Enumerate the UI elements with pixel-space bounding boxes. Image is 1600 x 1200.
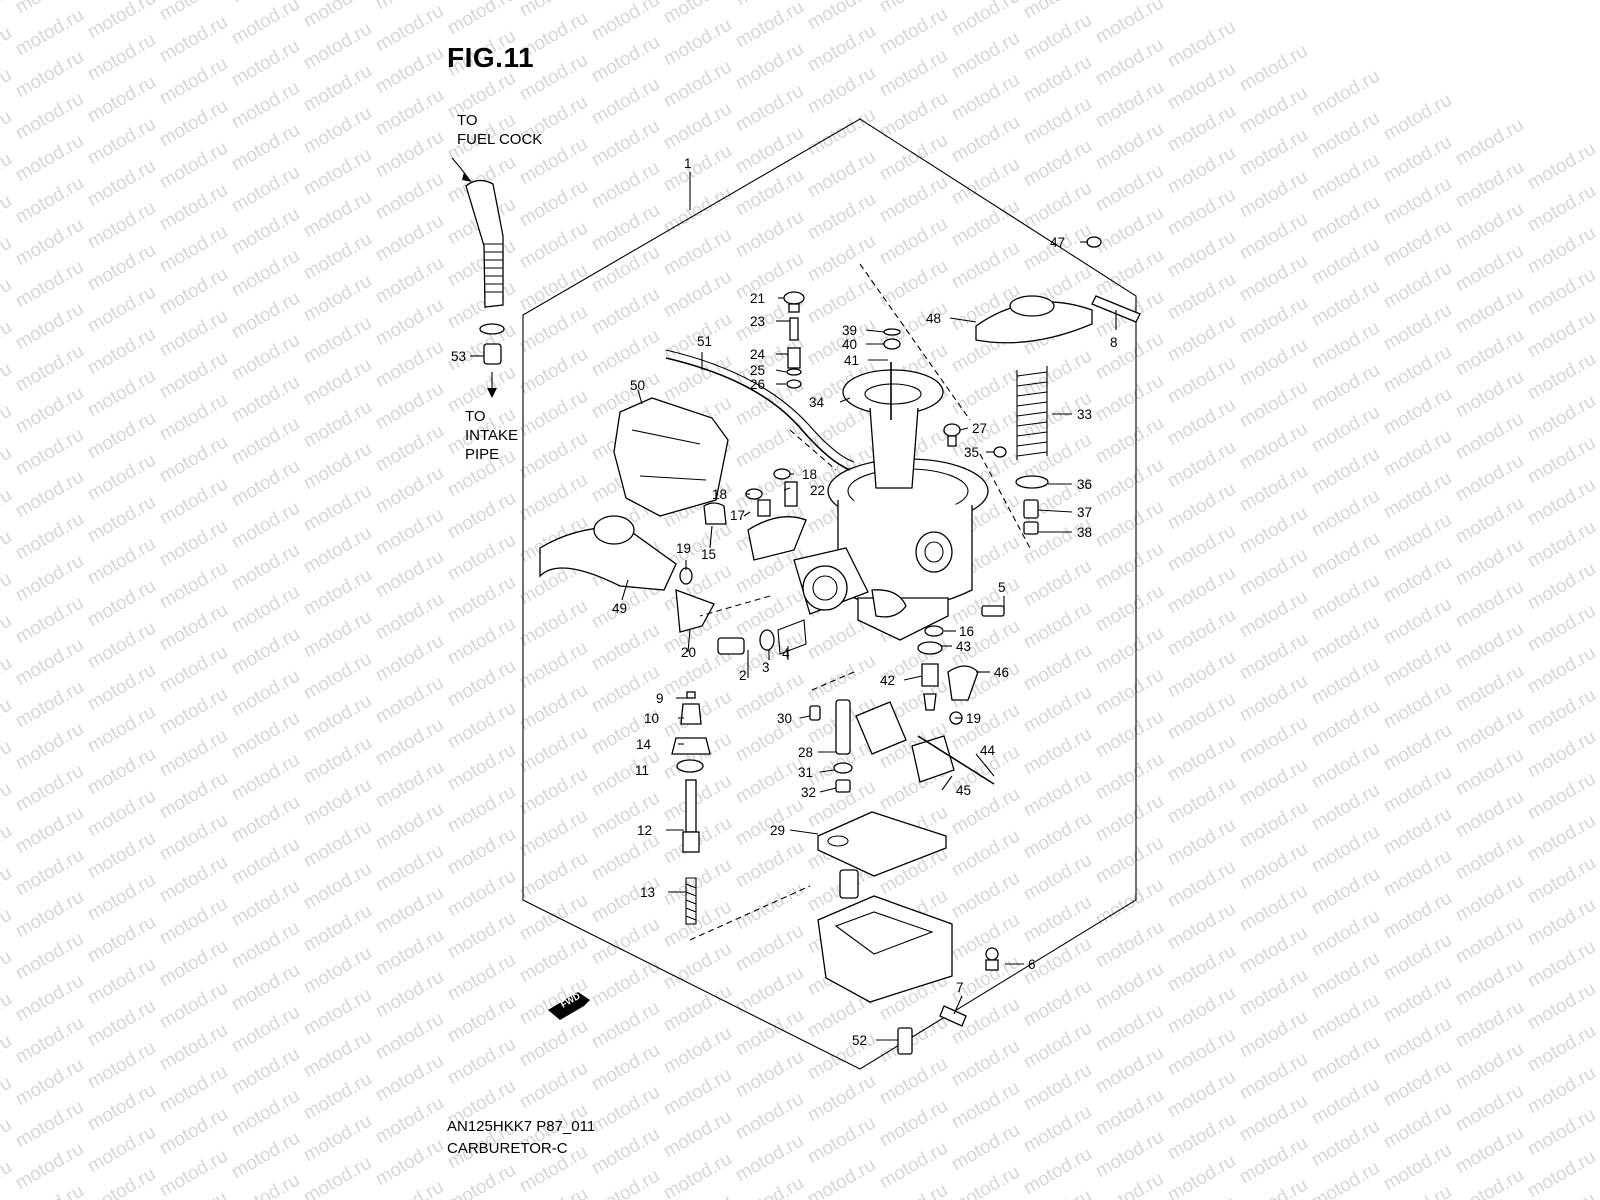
callout-40: 40 <box>842 337 857 352</box>
callout-43: 43 <box>956 639 971 654</box>
carburetor-body-drawing <box>793 458 989 641</box>
callout-7: 7 <box>956 980 964 995</box>
callout-37: 37 <box>1077 505 1092 520</box>
callout-33: 33 <box>1077 407 1092 422</box>
callout-28: 28 <box>798 745 813 760</box>
callout-11: 11 <box>635 763 649 778</box>
callout-38: 38 <box>1077 525 1092 540</box>
callout-52: 52 <box>852 1033 867 1048</box>
callout-31: 31 <box>798 765 813 780</box>
callout-8: 8 <box>1110 335 1118 350</box>
callout-2: 2 <box>739 668 747 683</box>
callout-39: 39 <box>842 323 857 338</box>
callout-36: 36 <box>1077 477 1092 492</box>
jet-stack-drawing <box>671 691 711 925</box>
callout-32: 32 <box>801 785 816 800</box>
callout-51: 51 <box>697 334 712 349</box>
callout-26: 26 <box>750 377 765 392</box>
fuel-hose-drawing <box>451 157 505 398</box>
piston-drawing <box>842 362 944 489</box>
top-cover-drawing <box>975 295 1141 535</box>
callout-18b: 18 <box>802 467 817 482</box>
callout-10: 10 <box>644 711 659 726</box>
callout-24: 24 <box>750 347 766 362</box>
callout-3: 3 <box>762 660 770 675</box>
vent-hose-drawing <box>665 357 851 471</box>
callout-30: 30 <box>777 711 792 726</box>
callout-6: 6 <box>1028 957 1036 972</box>
callout-15: 15 <box>701 547 716 562</box>
callout-5: 5 <box>998 580 1006 595</box>
left-cover-drawing <box>539 397 729 633</box>
callout-19b: 19 <box>966 711 981 726</box>
callout-numbers: 1 2 3 4 5 6 7 8 9 10 11 12 13 14 15 16 1… <box>451 156 1118 1048</box>
figure-name: CARBURETOR-C <box>447 1140 568 1157</box>
callout-29: 29 <box>770 823 785 838</box>
callout-19a: 19 <box>676 541 691 556</box>
callout-20: 20 <box>681 645 696 660</box>
figure-code: AN125HKK7 P87_011 <box>447 1118 596 1135</box>
callout-12: 12 <box>637 823 652 838</box>
callout-14: 14 <box>636 737 652 752</box>
callout-34: 34 <box>809 395 825 410</box>
callout-35: 35 <box>964 445 979 460</box>
fwd-direction-badge: FWD <box>548 991 590 1020</box>
callout-48: 48 <box>926 311 941 326</box>
note-to-fuel-cock: TO FUEL COCK <box>457 112 543 148</box>
callout-49: 49 <box>612 601 627 616</box>
callout-53: 53 <box>451 349 466 364</box>
callout-25: 25 <box>750 363 765 378</box>
callout-46: 46 <box>994 665 1009 680</box>
callout-44: 44 <box>980 743 996 758</box>
callout-41: 41 <box>844 353 859 368</box>
assembly-outline <box>522 118 1137 1070</box>
callout-leader-lines <box>470 172 1117 1041</box>
callout-13: 13 <box>640 885 655 900</box>
figure-title: FIG.11 <box>447 42 535 73</box>
callout-50: 50 <box>630 378 645 393</box>
note-to-intake-pipe: TO INTAKE PIPE <box>465 408 519 463</box>
callout-27: 27 <box>972 421 987 436</box>
callout-23: 23 <box>750 314 765 329</box>
callout-1: 1 <box>684 156 692 171</box>
callout-18a: 18 <box>712 487 727 502</box>
callout-9: 9 <box>656 691 664 706</box>
callout-22: 22 <box>810 483 825 498</box>
callout-16: 16 <box>959 624 974 639</box>
callout-42: 42 <box>880 673 895 688</box>
float-bowl-drawing <box>817 701 995 1055</box>
callout-17: 17 <box>730 508 745 523</box>
callout-47: 47 <box>1050 235 1065 250</box>
callout-45: 45 <box>956 783 971 798</box>
callout-21: 21 <box>750 291 765 306</box>
callout-4: 4 <box>782 646 790 661</box>
